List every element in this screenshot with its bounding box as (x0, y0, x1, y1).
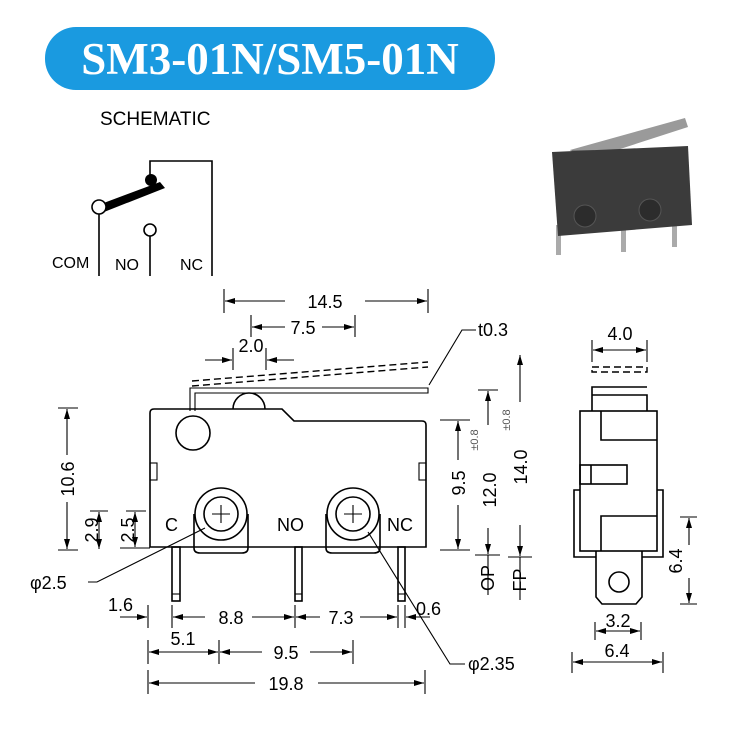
svg-text:2.5: 2.5 (118, 517, 138, 542)
dim-thickness: t0.3 (428, 320, 508, 386)
terminal-label-c: C (165, 515, 178, 535)
svg-text:1.6: 1.6 (108, 595, 133, 615)
side-view: 4.0 6.4 3.2 6.4 (571, 324, 697, 673)
svg-text:7.3: 7.3 (328, 608, 353, 628)
svg-text:±0.8: ±0.8 (469, 429, 481, 450)
schematic: SCHEMATIC COM NO NC (52, 109, 213, 276)
dim-19-8: 19.8 (147, 670, 426, 694)
svg-text:4.0: 4.0 (607, 324, 632, 344)
svg-text:5.1: 5.1 (170, 629, 195, 649)
svg-text:12.0: 12.0 (480, 472, 500, 507)
svg-text:9.5: 9.5 (273, 643, 298, 663)
dim-phi-2-35: φ2.35 (367, 531, 515, 674)
title-banner: SM3-01N/SM5-01N (45, 27, 495, 90)
svg-text:3.2: 3.2 (605, 611, 630, 631)
dim-9-5-vertical: 9.5 (440, 419, 470, 551)
svg-text:10.6: 10.6 (58, 461, 78, 496)
svg-text:6.4: 6.4 (666, 548, 686, 573)
terminal-label-no: NO (277, 515, 304, 535)
label-nc: NC (180, 257, 203, 274)
svg-text:7.5: 7.5 (290, 318, 315, 338)
dim-5-1-9-5: 5.1 9.5 (147, 629, 354, 664)
svg-text:2.0: 2.0 (238, 336, 263, 356)
dim-14-0-fp: 14.0 ±0.8 FP (501, 355, 532, 600)
svg-text:14.5: 14.5 (307, 292, 342, 312)
dim-6-4-horizontal: 6.4 (571, 641, 664, 673)
dim-2-9: 2.9 (82, 510, 108, 549)
svg-text:14.0: 14.0 (511, 449, 531, 484)
svg-text:0.6: 0.6 (416, 599, 441, 619)
dim-phi-2-5: φ2.5 (30, 527, 206, 593)
svg-text:6.4: 6.4 (604, 641, 629, 661)
svg-text:t0.3: t0.3 (478, 320, 508, 340)
dim-6-4-vertical: 6.4 (666, 516, 697, 605)
schematic-heading: SCHEMATIC (100, 109, 210, 130)
svg-text:φ2.35: φ2.35 (468, 654, 515, 674)
svg-text:±0.8: ±0.8 (501, 409, 513, 430)
com-contact-icon (91, 199, 107, 215)
label-no: NO (115, 257, 139, 274)
dim-3-2: 3.2 (594, 611, 642, 640)
product-photo (552, 118, 692, 255)
svg-text:9.5: 9.5 (449, 470, 469, 495)
svg-text:2.9: 2.9 (82, 517, 102, 542)
svg-text:φ2.5: φ2.5 (30, 573, 67, 593)
dim-pin-row: 1.6 8.8 7.3 0.6 (108, 595, 441, 628)
terminal-label-nc: NC (387, 515, 413, 535)
title-text: SM3-01N/SM5-01N (81, 34, 458, 84)
dim-4-0: 4.0 (591, 324, 648, 362)
svg-text:OP: OP (478, 565, 498, 591)
label-com: COM (52, 255, 89, 272)
no-contact-icon (143, 223, 157, 237)
front-view: C NO NC 14.5 7.5 2.0 t0.3 (30, 289, 532, 694)
dim-7-5: 7.5 (250, 315, 356, 338)
svg-text:8.8: 8.8 (218, 608, 243, 628)
dim-2-5: 2.5 (118, 510, 150, 549)
dim-12-0-op: 12.0 ±0.8 OP (469, 389, 500, 595)
lever-contact (101, 182, 165, 212)
dim-10-6: 10.6 (58, 407, 78, 551)
svg-text:19.8: 19.8 (268, 674, 303, 694)
dim-14-5: 14.5 (223, 289, 429, 313)
svg-text:FP: FP (510, 568, 530, 591)
dim-2-0: 2.0 (205, 336, 294, 370)
